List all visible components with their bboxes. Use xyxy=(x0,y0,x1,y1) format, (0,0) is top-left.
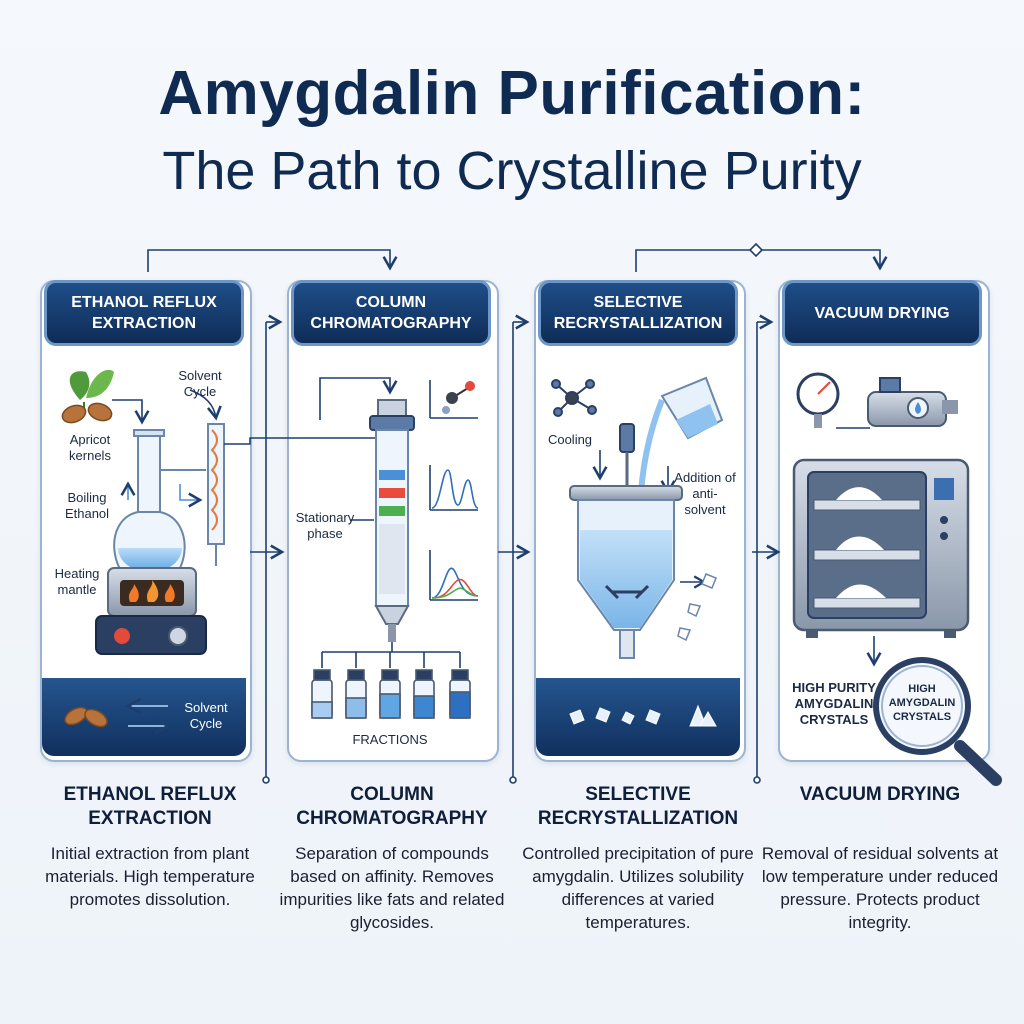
fraction-manifold xyxy=(322,642,460,668)
label-boiling-ethanol: Boiling Ethanol xyxy=(52,490,122,522)
caption-title-chromatography: COLUMN CHROMATOGRAPHY xyxy=(272,783,512,831)
label-heating-mantle: Heating mantle xyxy=(46,566,108,598)
chromatogram-peaks-2 xyxy=(430,550,478,600)
condenser xyxy=(208,424,224,566)
caption-title-recrystallization: SELECTIVE RECRYSTALLIZATION xyxy=(518,783,758,831)
apricot-kernel-icon xyxy=(60,400,114,425)
caption-title-extraction: ETHANOL REFLUX EXTRACTION xyxy=(30,783,270,831)
footer-cycle-arrows xyxy=(128,706,168,726)
label-cooling: Cooling xyxy=(540,432,600,448)
top-connector-2 xyxy=(636,244,880,272)
pressure-gauge-icon xyxy=(798,374,838,428)
heating-mantle xyxy=(96,568,206,654)
vacuum-pump-icon xyxy=(868,378,958,426)
label-apricot-kernels: Apricot kernels xyxy=(50,432,130,464)
vacuum-oven xyxy=(794,460,968,638)
molecule-icon xyxy=(430,380,478,418)
caption-desc-extraction: Initial extraction from plant materials.… xyxy=(30,842,270,911)
chromatogram-peaks-1 xyxy=(430,465,478,510)
label-stationary-phase: Stationary phase xyxy=(292,510,358,542)
header-chromatography: COLUMN CHROMATOGRAPHY xyxy=(291,280,491,346)
fraction-vials xyxy=(312,670,470,718)
caption-desc-chromatography: Separation of compounds based on affinit… xyxy=(272,842,512,934)
top-connector-1 xyxy=(148,250,390,272)
caption-desc-recrystallization: Controlled precipitation of pure amygdal… xyxy=(518,842,758,934)
label-solvent-cycle: Solvent Cycle xyxy=(168,368,232,400)
caption-desc-vacuum-drying: Removal of residual solvents at low temp… xyxy=(760,842,1000,934)
chromatography-column xyxy=(370,400,414,642)
header-recrystallization: SELECTIVE RECRYSTALLIZATION xyxy=(538,280,738,346)
molecule-icon-2 xyxy=(552,380,596,416)
label-magnifier-text: HIGH AMYGDALIN CRYSTALS xyxy=(884,682,960,724)
footer-kernel-icon xyxy=(62,704,110,730)
crystallization-vessel xyxy=(570,424,682,658)
label-addition-anti-solvent: Addition of anti-solvent xyxy=(672,470,738,518)
crystal-fragments xyxy=(678,574,716,640)
label-fractions: FRACTIONS xyxy=(330,732,450,748)
header-extraction: ETHANOL REFLUX EXTRACTION xyxy=(44,280,244,346)
label-high-purity: HIGH PURITY AMYGDALIN CRYSTALS xyxy=(786,680,882,728)
label-footer-solvent-cycle: Solvent Cycle xyxy=(174,700,238,732)
header-vacuum-drying: VACUUM DRYING xyxy=(782,280,982,346)
caption-title-vacuum-drying: VACUUM DRYING xyxy=(760,783,1000,807)
footer-crystals-icon xyxy=(570,706,716,726)
